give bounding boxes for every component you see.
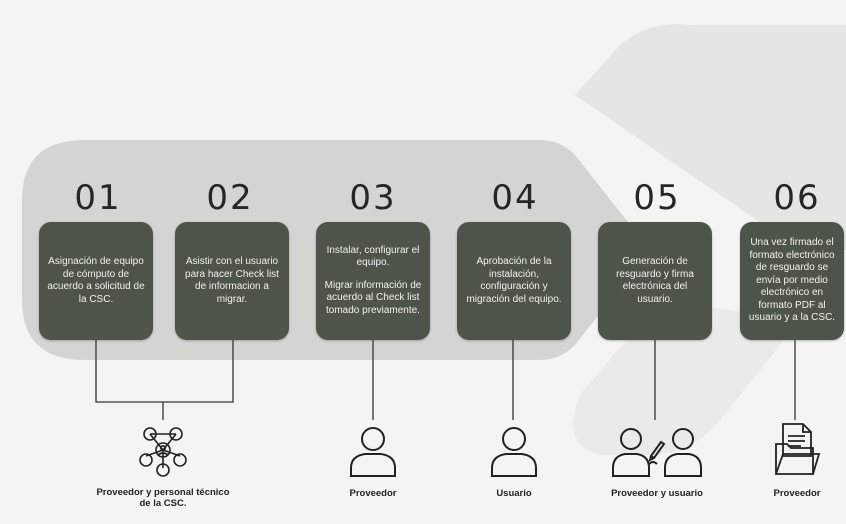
step-box-06: Una vez firmado el formato electrónico d… bbox=[740, 222, 844, 340]
step-text: Una vez firmado el formato electrónico d… bbox=[748, 237, 836, 324]
step-text: Asignación de equipo de cómputo de acuer… bbox=[47, 256, 145, 305]
step-number-01: 01 bbox=[74, 178, 122, 218]
step-number-06: 06 bbox=[773, 178, 821, 218]
role-label-provider-2: Proveedor bbox=[773, 488, 821, 499]
two-people-pen-icon bbox=[612, 428, 702, 477]
connector-01-02 bbox=[95, 340, 234, 420]
step-text: Asistir con el usuario para hacer Check … bbox=[185, 256, 279, 305]
person-icon bbox=[350, 427, 396, 477]
person-icon bbox=[491, 427, 537, 477]
step-number-05: 05 bbox=[633, 178, 681, 218]
document-folder-icon bbox=[775, 423, 821, 475]
step-text: Aprobación de la instalación, configurac… bbox=[466, 256, 562, 305]
step-box-03: Instalar, configurar el equipo. Migrar i… bbox=[316, 222, 430, 340]
role-label-provider-csc: Proveedor y personal técnico de la CSC. bbox=[96, 487, 230, 509]
step-number-04: 04 bbox=[491, 178, 539, 218]
role-label-user: Usuario bbox=[496, 488, 532, 499]
network-people-icon bbox=[139, 427, 187, 477]
step-box-01: Asignación de equipo de cómputo de acuer… bbox=[39, 222, 153, 340]
step-text: Instalar, configurar el equipo. bbox=[326, 244, 420, 269]
role-label-provider: Proveedor bbox=[349, 488, 397, 499]
step-box-02: Asistir con el usuario para hacer Check … bbox=[175, 222, 289, 340]
step-box-04: Aprobación de la instalación, configurac… bbox=[457, 222, 571, 340]
step-number-02: 02 bbox=[206, 178, 254, 218]
step-number-03: 03 bbox=[349, 178, 397, 218]
step-text: Migrar información de acuerdo al Check l… bbox=[324, 279, 422, 316]
step-text: Generación de resguardo y firma electrón… bbox=[616, 256, 694, 305]
role-label-provider-user: Proveedor y usuario bbox=[611, 488, 703, 499]
step-box-05: Generación de resguardo y firma electrón… bbox=[598, 222, 712, 340]
diagonal-band-upper bbox=[575, 24, 846, 250]
